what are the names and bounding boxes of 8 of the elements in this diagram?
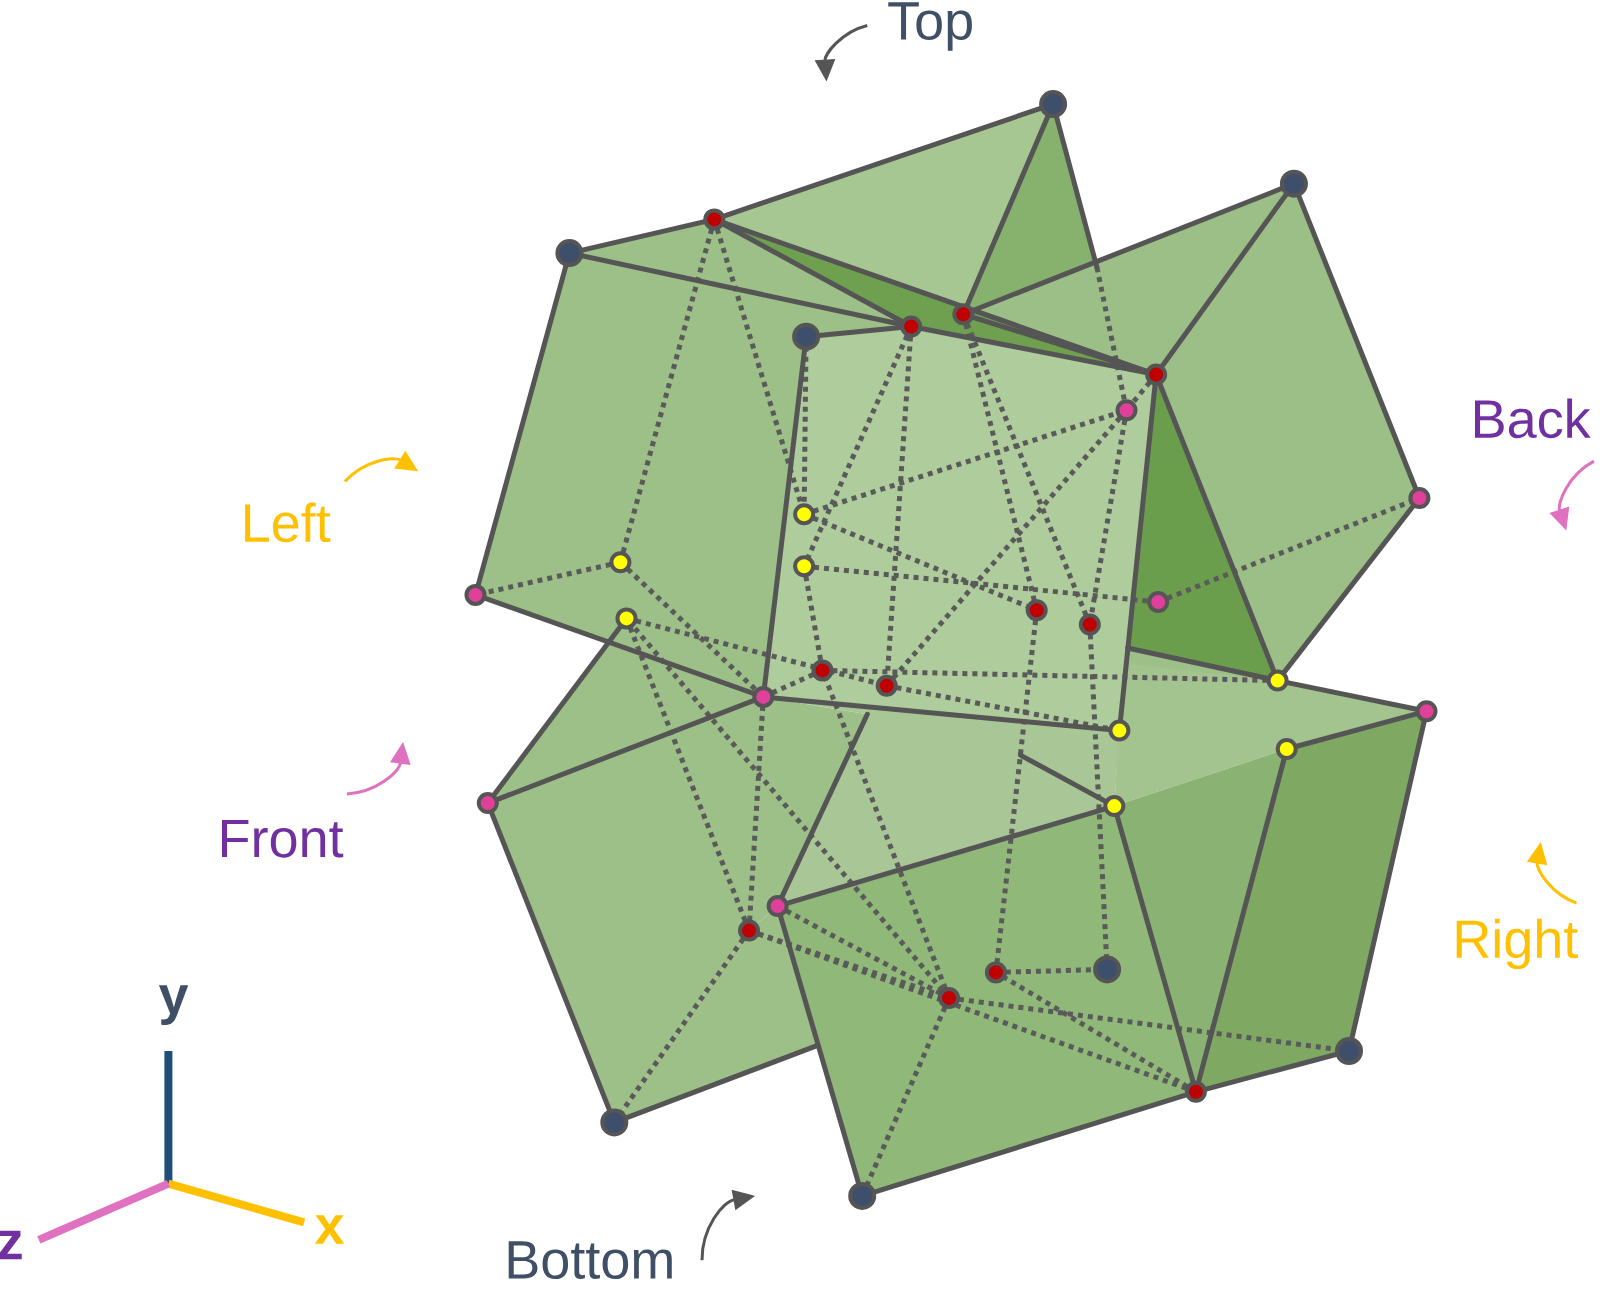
axis-label: y xyxy=(158,985,189,1025)
view-label: Left xyxy=(245,502,331,543)
view-label: Right xyxy=(1456,918,1578,970)
view-label: Front xyxy=(222,819,344,858)
view-label: Top xyxy=(888,2,972,51)
view-label: Back xyxy=(1475,398,1591,439)
view-label: Bottom xyxy=(508,1241,672,1280)
axis-label: x xyxy=(314,1215,345,1244)
